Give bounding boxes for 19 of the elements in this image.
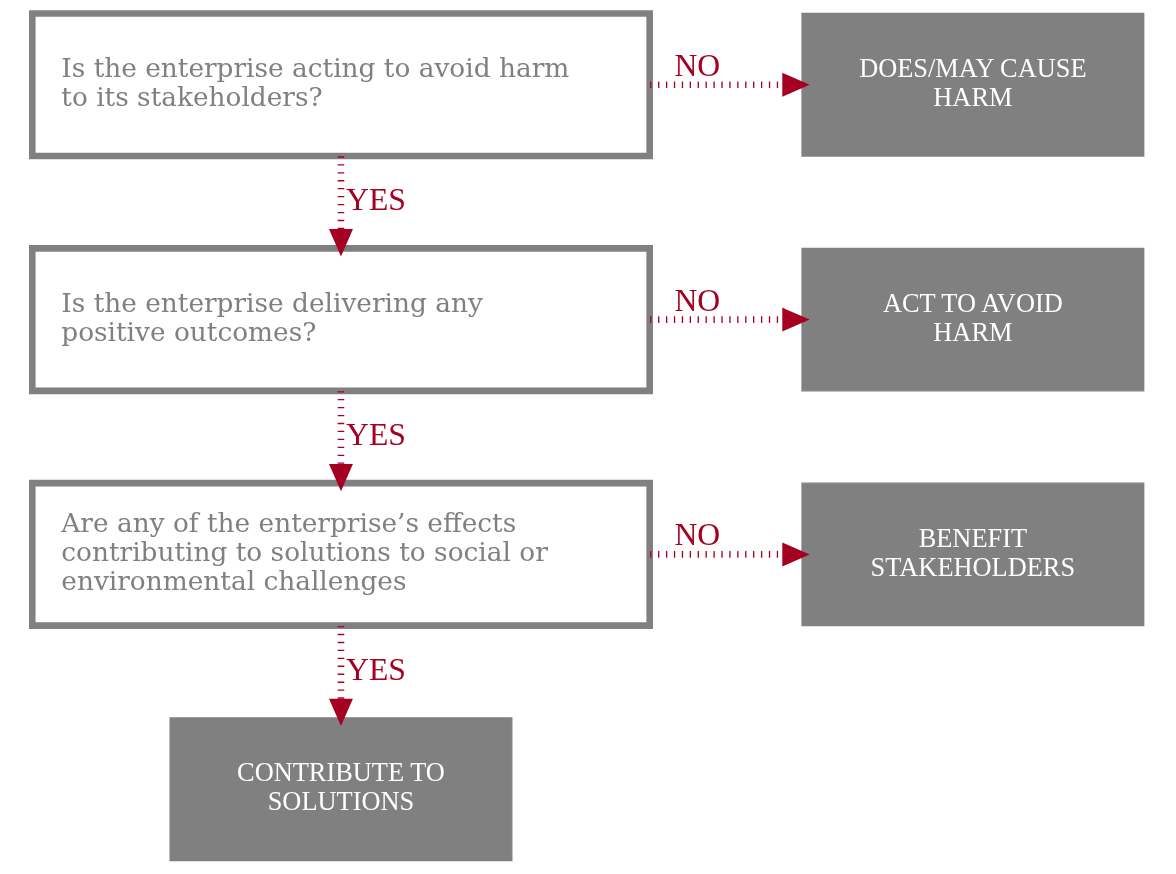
arrow xyxy=(650,307,810,332)
edge-label: YES xyxy=(346,417,406,453)
arrow xyxy=(329,156,353,257)
edge-label: NO xyxy=(674,517,721,553)
arrow xyxy=(329,391,353,492)
edge-label: YES xyxy=(346,652,406,687)
arrow xyxy=(329,626,353,727)
edge-label: YES xyxy=(346,182,406,218)
node-box: Are any of the enterprise’s effects contributing to solutions to social or environmental challenges xyxy=(29,479,653,629)
node-box: BENEFIT STAKEHOLDERS xyxy=(801,482,1145,627)
node-box: CONTRIBUTE TO SOLUTIONS xyxy=(169,717,513,862)
node-box: Is the enterprise acting to avoid harm to its stakeholders? xyxy=(29,10,653,160)
edge-label: NO xyxy=(674,47,721,83)
node-box: DOES/MAY CAUSE HARM xyxy=(801,12,1145,157)
node-box: Is the enterprise delivering any positive outcomes? xyxy=(29,245,653,395)
arrow xyxy=(650,72,810,97)
node-box: ACT TO AVOID HARM xyxy=(801,247,1145,392)
arrow xyxy=(650,542,810,567)
edge-label: NO xyxy=(674,282,721,318)
